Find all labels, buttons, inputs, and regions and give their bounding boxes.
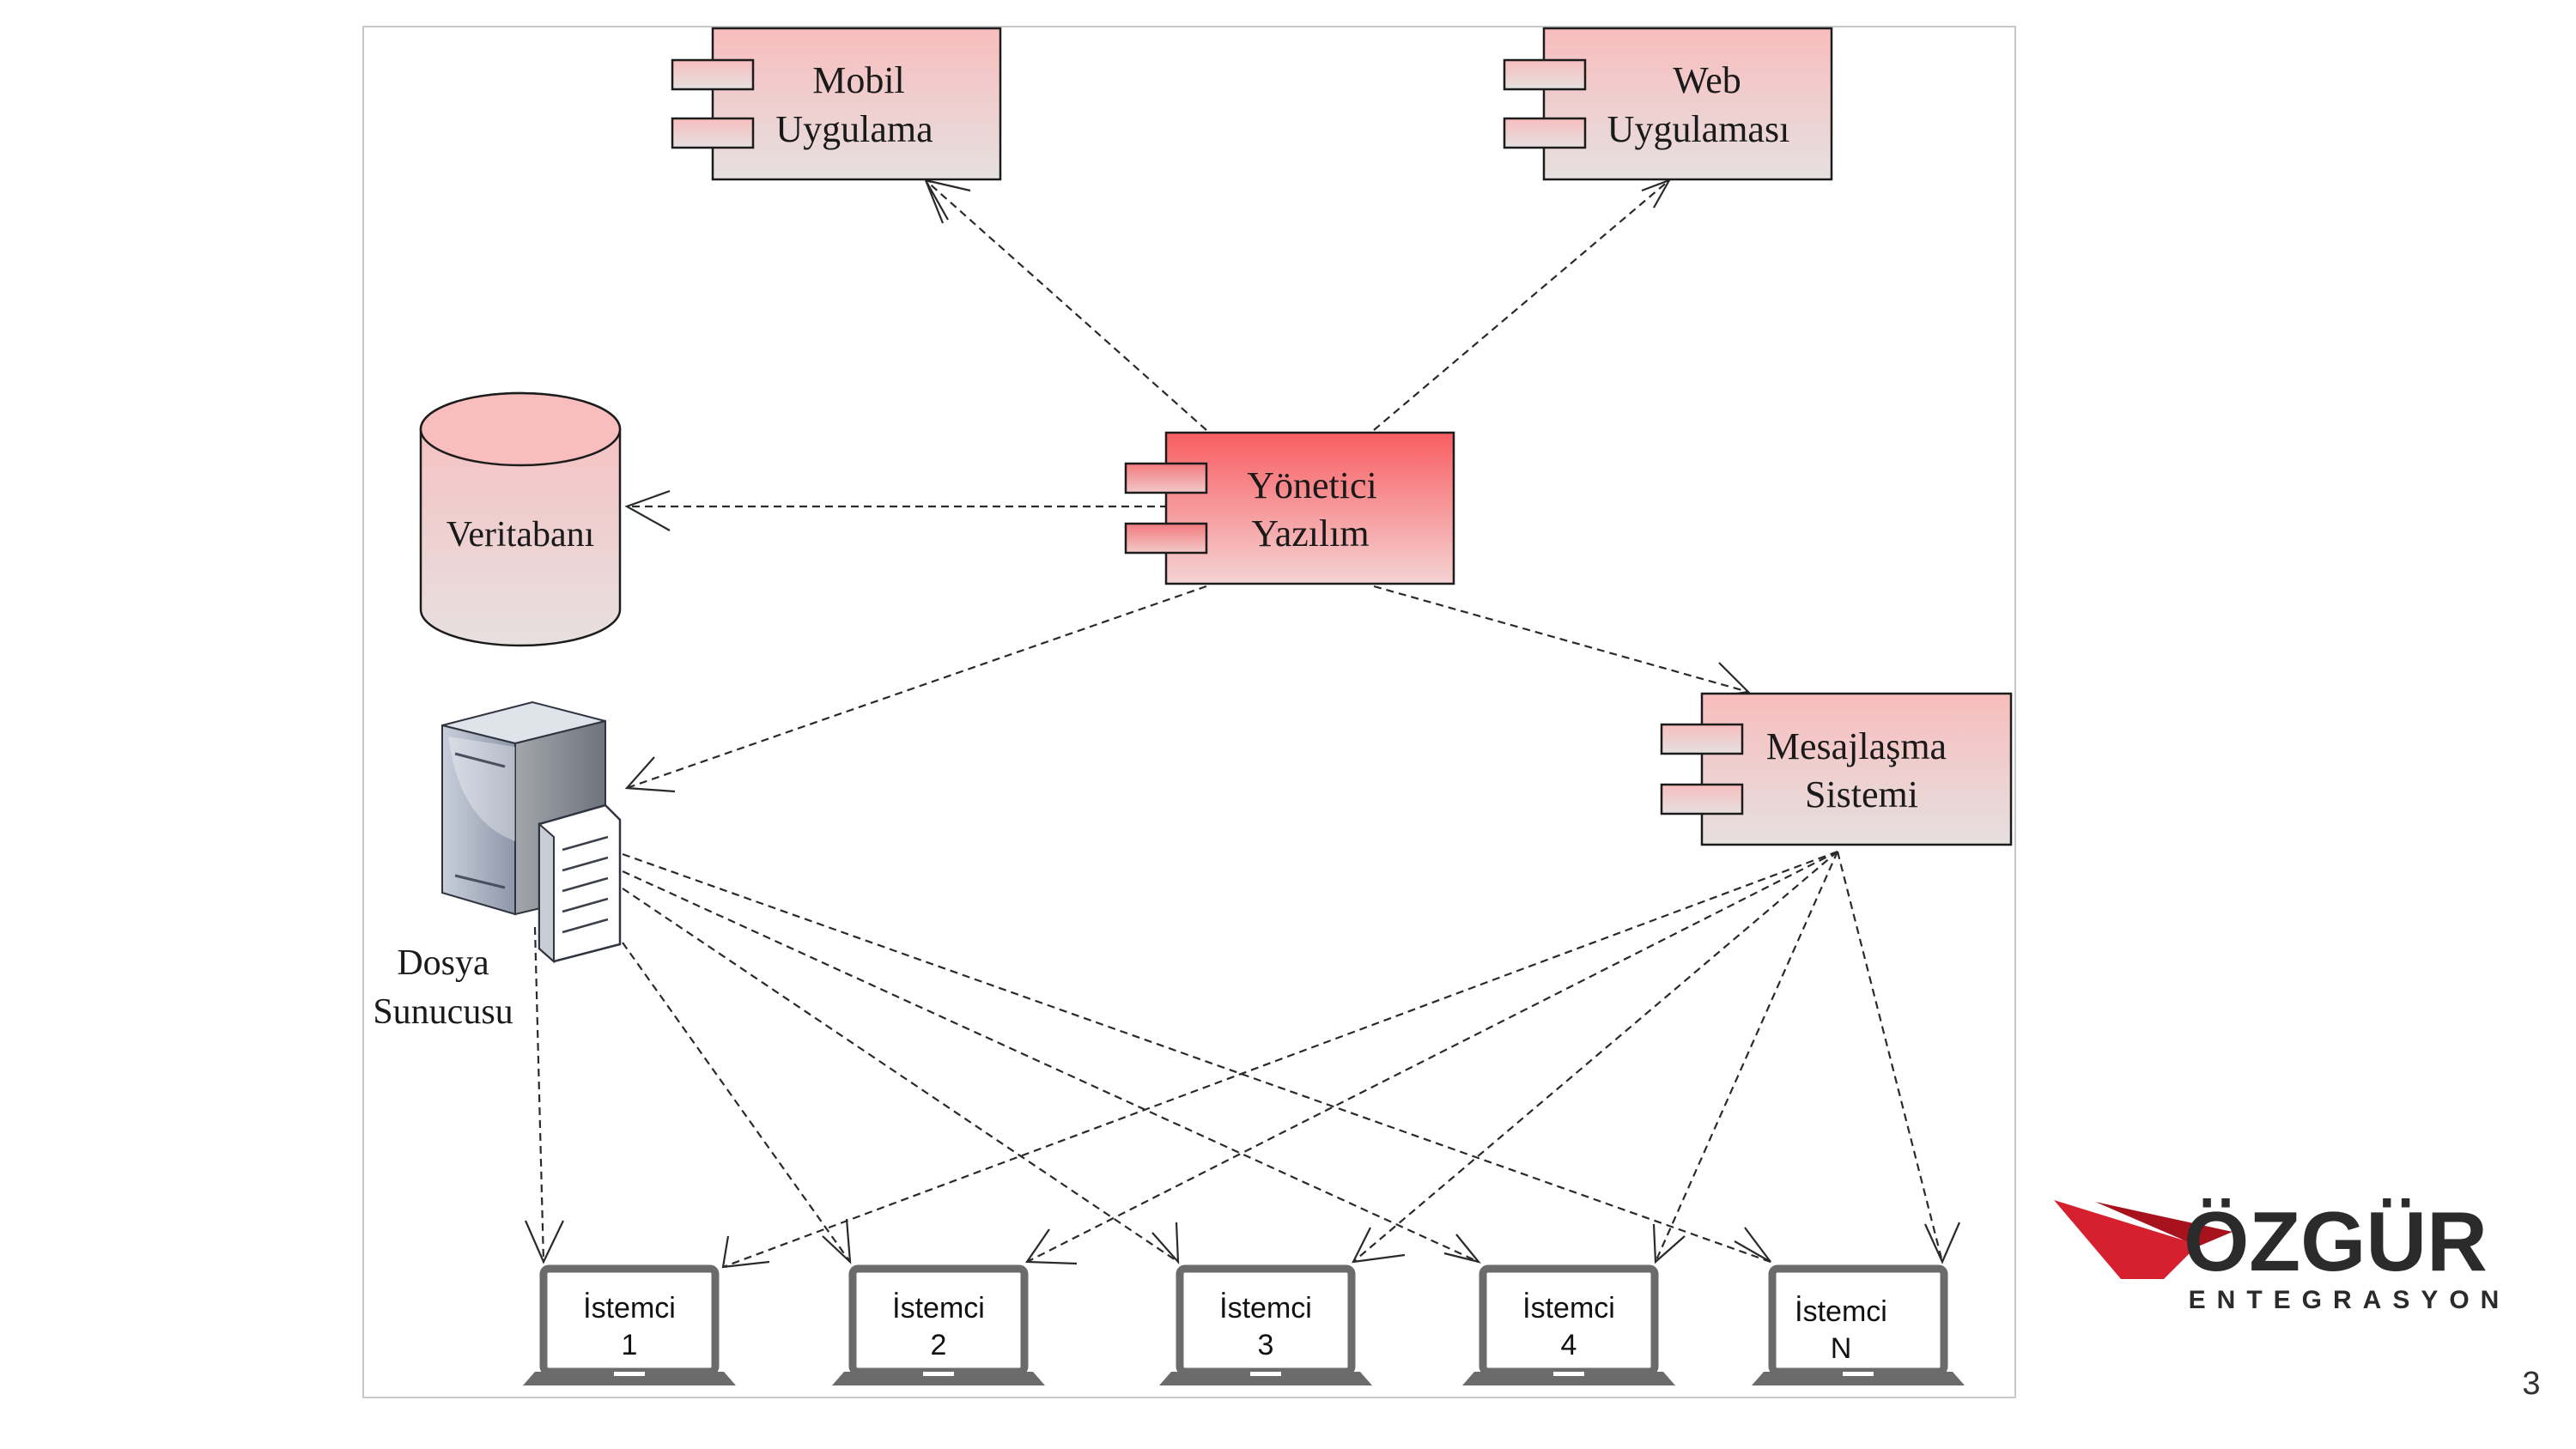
arrowhead-client1-b: [721, 1235, 770, 1269]
edge-manager-to-web: [1373, 179, 1670, 431]
arrowhead-database: [624, 489, 671, 531]
client-label-line2: 2: [931, 1329, 947, 1361]
arrowhead-client4-a: [1443, 1234, 1481, 1264]
client-label-line1: İstemci: [1522, 1292, 1615, 1325]
brand-name: ÖZGÜR: [2184, 1194, 2488, 1288]
arrowhead-fileserver: [624, 756, 676, 793]
edge-messaging-to-client1: [722, 850, 1838, 1269]
arrowhead-clientN-b: [1923, 1222, 1961, 1264]
component-mobile-app: Mobil Uygulama: [671, 27, 1002, 181]
component-label-line2: Sistemi: [1805, 773, 1918, 815]
client-label-line2: 4: [1561, 1329, 1577, 1361]
component-tab-icon: [671, 117, 755, 149]
component-label-line1: Web: [1673, 59, 1741, 101]
component-label-line2: Uygulaması: [1607, 108, 1790, 150]
edge-messaging-to-client3: [1352, 851, 1838, 1263]
component-tab-icon: [1124, 462, 1208, 494]
client-laptop: İstemci N: [1752, 1264, 1965, 1385]
component-messaging-system: Mesajlaşma Sistemi: [1660, 692, 2013, 846]
component-tab-icon: [1124, 522, 1208, 555]
arrowhead-client3-a: [1151, 1222, 1180, 1265]
logo-mark-icon: [2054, 1200, 2198, 1279]
arrowhead-clientN-a: [1734, 1227, 1771, 1263]
brand-tagline: ENTEGRASYON: [2189, 1286, 2511, 1314]
file-server-label-line2: Sunucusu: [373, 992, 513, 1032]
arrowhead-client4-b: [1652, 1223, 1686, 1264]
client-label-line2: N: [1831, 1332, 1852, 1365]
document-icon: [538, 803, 622, 964]
client-laptop: İstemci 3: [1159, 1264, 1372, 1385]
client-label-line1: İstemci: [583, 1292, 676, 1325]
file-server-label-line1: Dosya: [397, 943, 489, 983]
client-laptop: İstemci 1: [523, 1264, 736, 1385]
edge-manager-to-messaging: [1373, 585, 1749, 694]
client-label-line2: 1: [622, 1329, 638, 1361]
arrowhead-client3-b: [1352, 1227, 1406, 1264]
client-label-line1: İstemci: [1219, 1292, 1312, 1325]
component-label-line1: Mobil: [812, 59, 905, 101]
component-tab-icon: [671, 58, 755, 91]
component-manager-software: Yönetici Yazılım: [1124, 431, 1455, 585]
component-label-line1: Mesajlaşma: [1766, 725, 1947, 767]
client-label-line2: 3: [1258, 1329, 1274, 1361]
edge-fileserver-to-client3: [622, 888, 1179, 1263]
component-label-line2: Uygulama: [775, 108, 933, 150]
arrowhead-client2-a: [822, 1218, 852, 1264]
connectors: [533, 179, 1944, 1269]
edge-fileserver-to-clientN: [622, 852, 1771, 1264]
client-laptop: İstemci 4: [1462, 1264, 1675, 1385]
component-tab-icon: [1660, 783, 1744, 815]
page-number: 3: [2522, 1366, 2540, 1402]
file-server-icon: [441, 700, 622, 964]
database-label: Veritabanı: [447, 515, 595, 555]
arrowhead-client1-a: [524, 1220, 564, 1264]
edge-fileserver-to-client2: [622, 942, 851, 1263]
edge-messaging-to-client2: [1026, 851, 1838, 1263]
edge-messaging-to-client4: [1654, 851, 1839, 1263]
component-label-line2: Yazılım: [1251, 512, 1369, 555]
edge-messaging-to-clientN: [1836, 851, 1944, 1263]
component-tab-icon: [1503, 117, 1587, 149]
client-label-line1: İstemci: [1795, 1295, 1887, 1328]
brand-logo: ÖZGÜR ENTEGRASYON: [2054, 1194, 2511, 1314]
edge-fileserver-to-client1: [533, 926, 545, 1263]
client-label-line1: İstemci: [892, 1292, 985, 1325]
edge-fileserver-to-client4: [622, 870, 1479, 1264]
arrowhead-client2-b: [1024, 1228, 1078, 1265]
component-web-app: Web Uygulaması: [1503, 27, 1833, 181]
component-label-line1: Yönetici: [1247, 464, 1377, 506]
client-laptop: İstemci 2: [832, 1264, 1045, 1385]
edge-manager-to-mobile: [925, 179, 1207, 431]
arrowheads: [524, 178, 1961, 1269]
component-tab-icon: [1503, 58, 1587, 91]
database-cylinder: Veritabanı: [419, 391, 622, 647]
component-tab-icon: [1660, 723, 1744, 755]
